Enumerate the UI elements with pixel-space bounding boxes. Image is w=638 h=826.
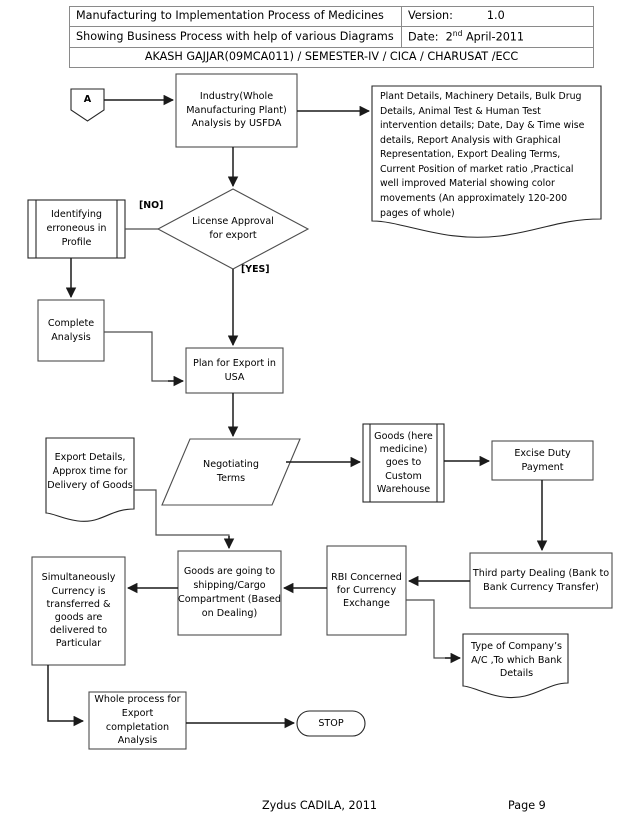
whole-process-box: [88, 691, 187, 750]
goods-custom-box: [362, 423, 445, 503]
connector-a-shape: [70, 88, 105, 122]
header-subtitle-cell: Showing Business Process with help of va…: [69, 25, 402, 49]
company-ac-shape: [462, 633, 569, 699]
version-label: Version:: [408, 9, 453, 22]
plan-export-box: [185, 347, 284, 394]
export-details-shape: [45, 437, 135, 522]
header-row-subtitle: Showing Business Process with help of va…: [69, 25, 594, 49]
date-day: 2: [445, 30, 453, 44]
stop-terminator: [296, 710, 366, 737]
usfda-note-label: Plant Details, Machinery Details, Bulk D…: [380, 91, 585, 219]
header-version-cell: Version: 1.0: [401, 6, 594, 27]
version-value: 1.0: [486, 9, 505, 22]
date-month-year: April-2011: [462, 30, 525, 44]
edge-rbi-to-companyac: [406, 599, 457, 659]
edge-label-yes: [YES]: [241, 264, 270, 275]
license-diamond: [156, 188, 310, 270]
header-table: Manufacturing to Implementation Process …: [69, 6, 594, 69]
excise-duty-box: [491, 440, 594, 481]
edge-simultaneously-to-whole: [47, 665, 85, 727]
industry-box: [175, 73, 298, 148]
footer-left-text: Zydus CADILA, 2011: [262, 799, 377, 812]
date-ordinal-suffix: nd: [452, 28, 463, 38]
complete-analysis-box: [37, 299, 105, 362]
third-party-box: [469, 552, 613, 609]
date-label: Date:: [408, 30, 439, 44]
edge-label-no: [NO]: [139, 200, 164, 211]
usfda-note-shape: [371, 85, 602, 238]
edge-complete-to-plan: [104, 331, 180, 382]
rbi-box: [326, 545, 407, 636]
negotiating-parallelogram: [161, 438, 301, 506]
header-author-cell: AKASH GAJJAR(09MCA011) / SEMESTER-IV / C…: [69, 47, 594, 69]
identifying-box: [27, 199, 126, 259]
connector-a-label: A: [83, 94, 92, 105]
header-row-title: Manufacturing to Implementation Process …: [69, 6, 594, 27]
header-row-author: AKASH GAJJAR(09MCA011) / SEMESTER-IV / C…: [69, 47, 594, 69]
header-title-cell: Manufacturing to Implementation Process …: [69, 6, 402, 27]
simultaneously-box: [31, 556, 126, 666]
shipping-box: [177, 550, 282, 636]
footer-right-text: Page 9: [508, 799, 546, 812]
